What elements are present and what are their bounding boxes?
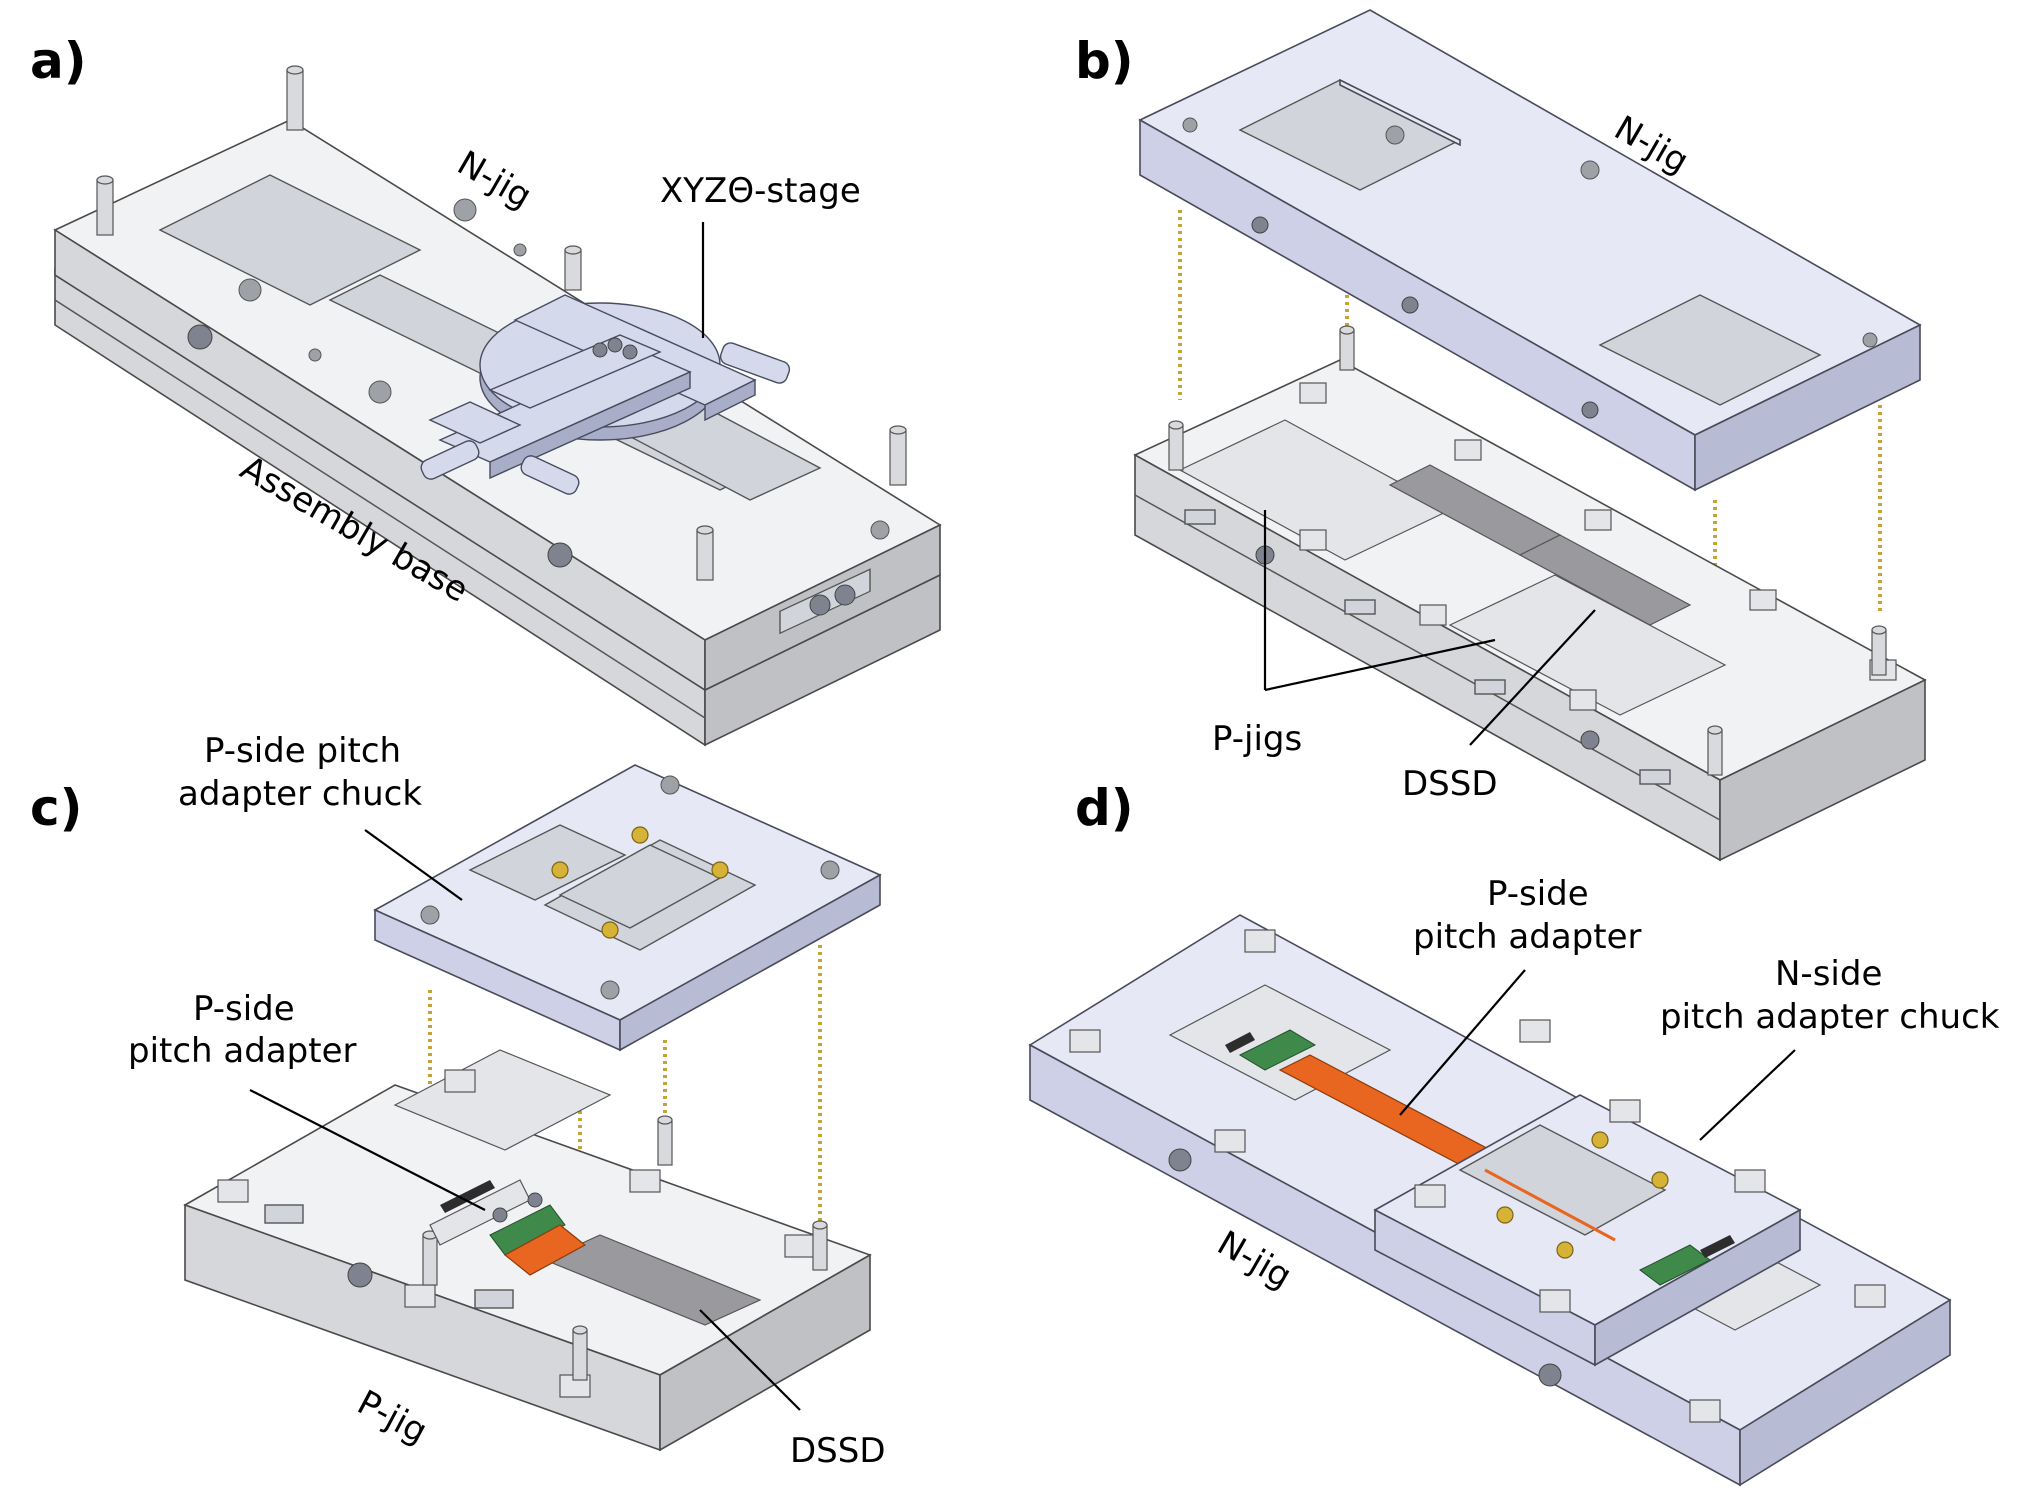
leader-p-adapter-d <box>1399 969 1526 1116</box>
n-jig-b <box>1138 9 1922 492</box>
panel-d-label: d) <box>1075 779 1134 837</box>
panel-c-label: c) <box>30 779 83 837</box>
leader-adapter-c <box>249 1089 486 1211</box>
panel-b-label: b) <box>1075 32 1134 90</box>
label-dssd-c: DSSD <box>790 1431 886 1471</box>
leader-dssd-c <box>699 1309 801 1411</box>
panel-a-label: a) <box>30 32 87 90</box>
panel-b: b) <box>1075 9 1927 862</box>
dssd-b-2 <box>1518 534 1692 626</box>
label-adapter-c-line2: pitch adapter <box>128 1031 356 1071</box>
xyz-theta-stage <box>420 294 791 495</box>
label-p-adapter-d-line1: P-side <box>1487 874 1589 914</box>
label-p-jigs: P-jigs <box>1212 719 1302 759</box>
label-chuck-c-line2: adapter chuck <box>178 774 422 814</box>
p-side-pitch-adapter-c <box>429 1179 587 1276</box>
assembly-base-b <box>1133 325 1927 862</box>
label-n-chuck-d-line1: N-side <box>1775 954 1882 994</box>
label-dssd-b: DSSD <box>1402 764 1498 804</box>
label-p-adapter-d-line2: pitch adapter <box>1413 917 1641 957</box>
leader-dssd-b <box>1469 609 1596 746</box>
leader-chuck-c <box>364 829 463 901</box>
p-side-chuck <box>373 764 882 1052</box>
label-n-chuck-d-line2: pitch adapter chuck <box>1660 997 2000 1037</box>
panel-d: d) <box>1028 779 2000 1487</box>
panel-a: a) <box>30 32 942 747</box>
label-chuck-c-line1: P-side pitch <box>204 731 401 771</box>
panel-c: c) <box>30 731 886 1471</box>
alignment-pins-a <box>96 65 907 581</box>
p-jig-right <box>1448 574 1727 716</box>
label-xyz-stage: XYZΘ-stage <box>660 171 861 211</box>
leader-n-chuck-d <box>1699 1049 1796 1141</box>
label-p-jig-c: P-jig <box>351 1383 434 1452</box>
leader-p-jig-2 <box>1264 638 1496 692</box>
label-adapter-c-line1: P-side <box>193 989 295 1029</box>
